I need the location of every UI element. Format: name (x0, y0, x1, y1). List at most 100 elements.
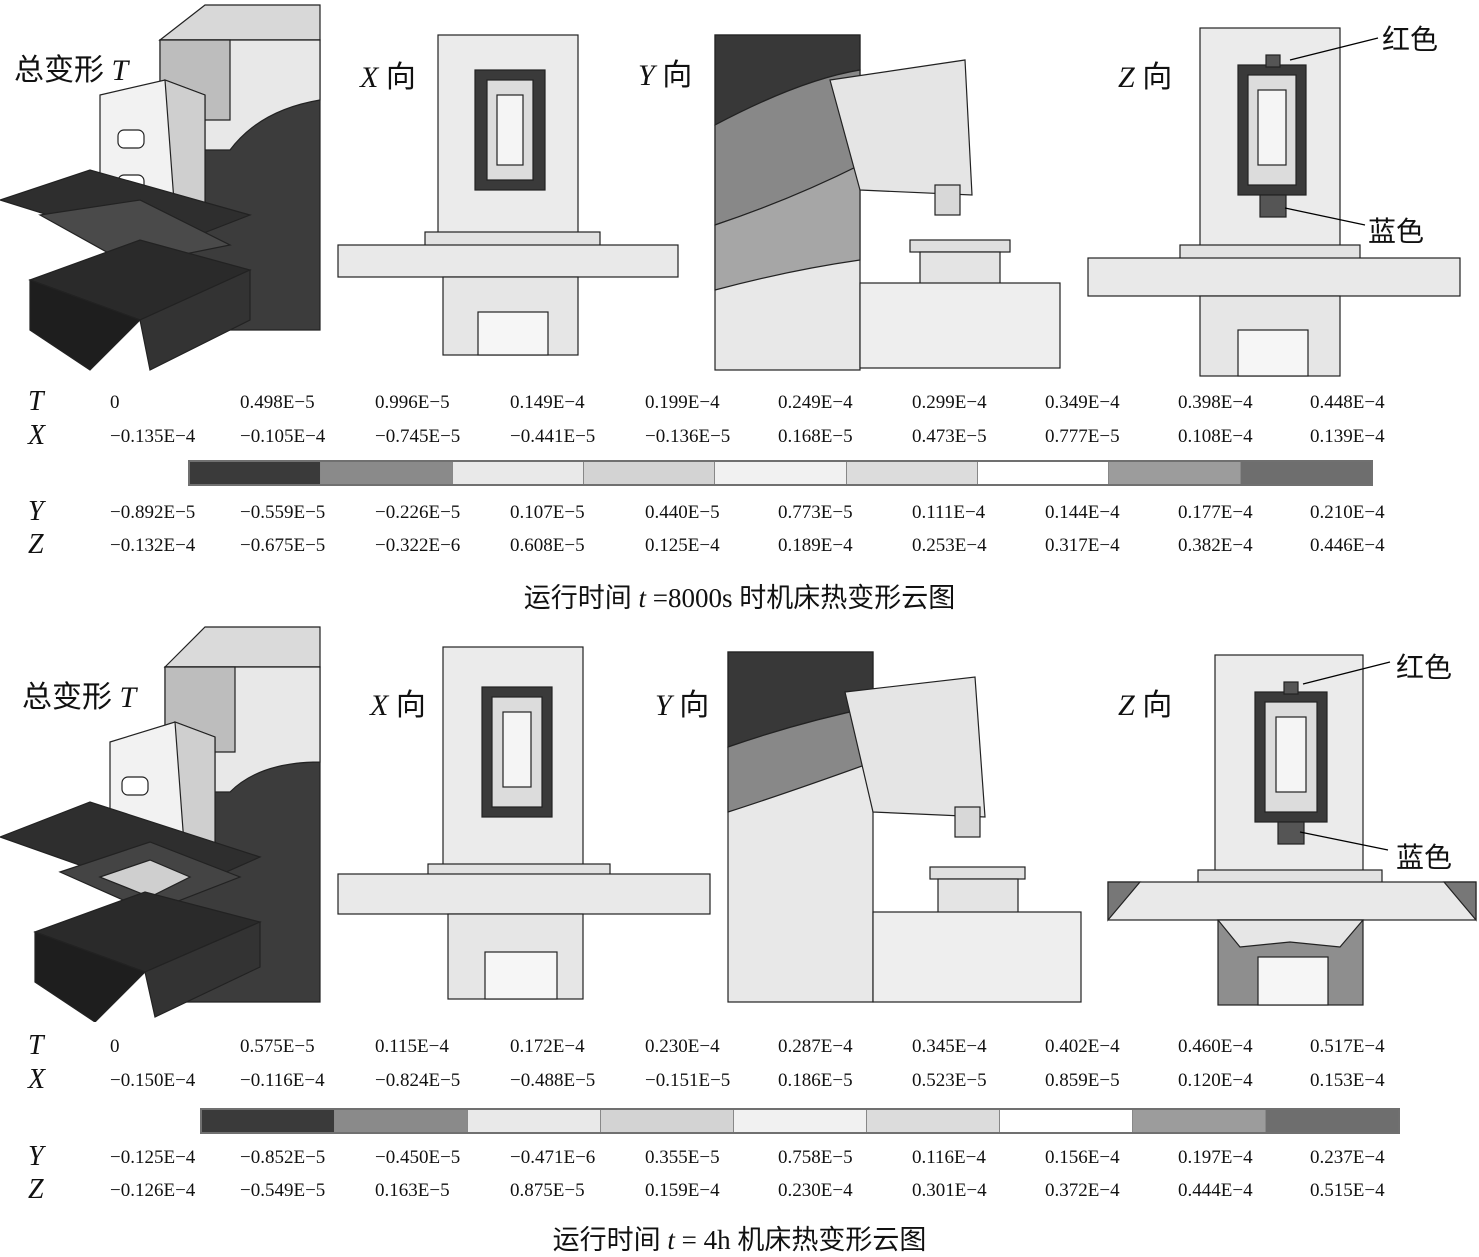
total-deformation-label: 总变形 T (22, 681, 137, 714)
total-deformation-label: 总变形 T (14, 54, 129, 87)
legend-value: 0.120E−4 (1178, 1070, 1253, 1091)
legend-value: 0.210E−4 (1310, 502, 1385, 523)
legend-value: 0.189E−4 (778, 535, 853, 556)
legend-value: 0.177E−4 (1178, 502, 1253, 523)
legend-row-symbol: Z (28, 529, 44, 560)
color-scale-cell (601, 1110, 734, 1132)
legend-value: 0.382E−4 (1178, 535, 1253, 556)
z-direction-view (1107, 654, 1477, 1006)
legend-value: 0.108E−4 (1178, 426, 1253, 447)
legend-value: 0.398E−4 (1178, 392, 1253, 413)
legend-value: −0.151E−5 (645, 1070, 731, 1091)
legend-value: 0.186E−5 (778, 1070, 853, 1091)
legend-value: 0.163E−5 (375, 1180, 450, 1201)
y-direction-label: Y 向 (655, 689, 710, 722)
legend-value: −0.450E−5 (375, 1147, 461, 1168)
figure-caption: 运行时间 t = 4h 机床热变形云图 (552, 1225, 927, 1255)
legend-row-symbol: Z (28, 1174, 44, 1205)
legend-value: 0.197E−4 (1178, 1147, 1253, 1168)
legend-value: 0.996E−5 (375, 392, 450, 413)
legend-value: 0.758E−5 (778, 1147, 853, 1168)
legend-value: −0.471E−6 (510, 1147, 596, 1168)
color-scale-cell (583, 462, 716, 484)
color-scale-cell (202, 1110, 335, 1132)
legend-value: 0.159E−4 (645, 1180, 720, 1201)
legend-row-symbol: X (28, 1064, 46, 1095)
legend-value: 0.139E−4 (1310, 426, 1385, 447)
red-callout-label: 红色 (1382, 25, 1439, 56)
legend-value: 0.230E−4 (645, 1036, 720, 1057)
legend-row-symbol: T (28, 1030, 44, 1061)
legend-value: 0.498E−5 (240, 392, 315, 413)
legend-value: −0.105E−4 (240, 426, 326, 447)
legend-value: 0.115E−4 (375, 1036, 449, 1057)
legend-value: 0.153E−4 (1310, 1070, 1385, 1091)
legend-value: 0.777E−5 (1045, 426, 1120, 447)
legend-value: −0.892E−5 (110, 502, 196, 523)
legend-value: −0.488E−5 (510, 1070, 596, 1091)
legend-value: 0.199E−4 (645, 392, 720, 413)
legend-value: 0.608E−5 (510, 535, 585, 556)
legend-value: 0.515E−4 (1310, 1180, 1385, 1201)
y-direction-view (727, 651, 1082, 1003)
legend-value: 0.345E−4 (912, 1036, 987, 1057)
color-scale-cell (452, 462, 584, 484)
legend-value: 0.144E−4 (1045, 502, 1120, 523)
legend-value: 0.444E−4 (1178, 1180, 1253, 1201)
legend-value: 0.230E−4 (778, 1180, 853, 1201)
red-callout-label: 红色 (1396, 653, 1453, 684)
color-scale-cell (977, 462, 1110, 484)
legend-value: 0.116E−4 (912, 1147, 986, 1168)
legend-value: 0 (110, 392, 120, 413)
z-direction-label: Z 向 (1118, 61, 1173, 94)
color-scale-cell (1266, 1110, 1398, 1132)
legend-value: 0.111E−4 (912, 502, 986, 523)
legend-row-symbol: Y (28, 496, 44, 527)
legend-value: 0.172E−4 (510, 1036, 585, 1057)
legend-row-x: X−0.150E−4−0.116E−4−0.824E−5−0.488E−5−0.… (0, 1064, 1479, 1096)
figure-caption: 运行时间 t =8000s 时机床热变形云图 (523, 583, 956, 613)
legend-value: −0.745E−5 (375, 426, 461, 447)
deformation-views-top (0, 4, 1461, 377)
x-direction-view (337, 646, 711, 1000)
color-scale-bar (188, 460, 1373, 486)
legend-value: −0.126E−4 (110, 1180, 196, 1201)
color-scale-cell (1133, 1110, 1266, 1132)
legend-value: 0.249E−4 (778, 392, 853, 413)
legend-value: 0.355E−5 (645, 1147, 720, 1168)
z-direction-label: Z 向 (1118, 689, 1173, 722)
legend-value: −0.136E−5 (645, 426, 731, 447)
legend-value: 0.168E−5 (778, 426, 853, 447)
legend-value: −0.132E−4 (110, 535, 196, 556)
legend-value: −0.441E−5 (510, 426, 596, 447)
legend-value: 0.372E−4 (1045, 1180, 1120, 1201)
color-scale-cell (1240, 462, 1371, 484)
blue-callout-label: 蓝色 (1396, 843, 1453, 874)
color-scale-bar (200, 1108, 1400, 1134)
blue-callout-label: 蓝色 (1368, 217, 1425, 248)
isometric-machine-view (0, 626, 321, 1022)
legend-value: 0.440E−5 (645, 502, 720, 523)
color-scale-cell (468, 1110, 601, 1132)
legend-value: 0.575E−5 (240, 1036, 315, 1057)
legend-value: 0.859E−5 (1045, 1070, 1120, 1091)
legend-value: 0.253E−4 (912, 535, 987, 556)
legend-value: 0.156E−4 (1045, 1147, 1120, 1168)
legend-value: −0.116E−4 (240, 1070, 325, 1091)
legend-row-symbol: X (28, 420, 46, 451)
color-scale-cell (335, 1110, 468, 1132)
deformation-views-bottom (0, 626, 1477, 1022)
z-direction-view (1087, 27, 1461, 377)
x-direction-label: X 向 (360, 61, 416, 94)
y-direction-label: Y 向 (638, 59, 693, 92)
legend-value: 0.349E−4 (1045, 392, 1120, 413)
legend-value: 0.402E−4 (1045, 1036, 1120, 1057)
legend-value: −0.559E−5 (240, 502, 326, 523)
